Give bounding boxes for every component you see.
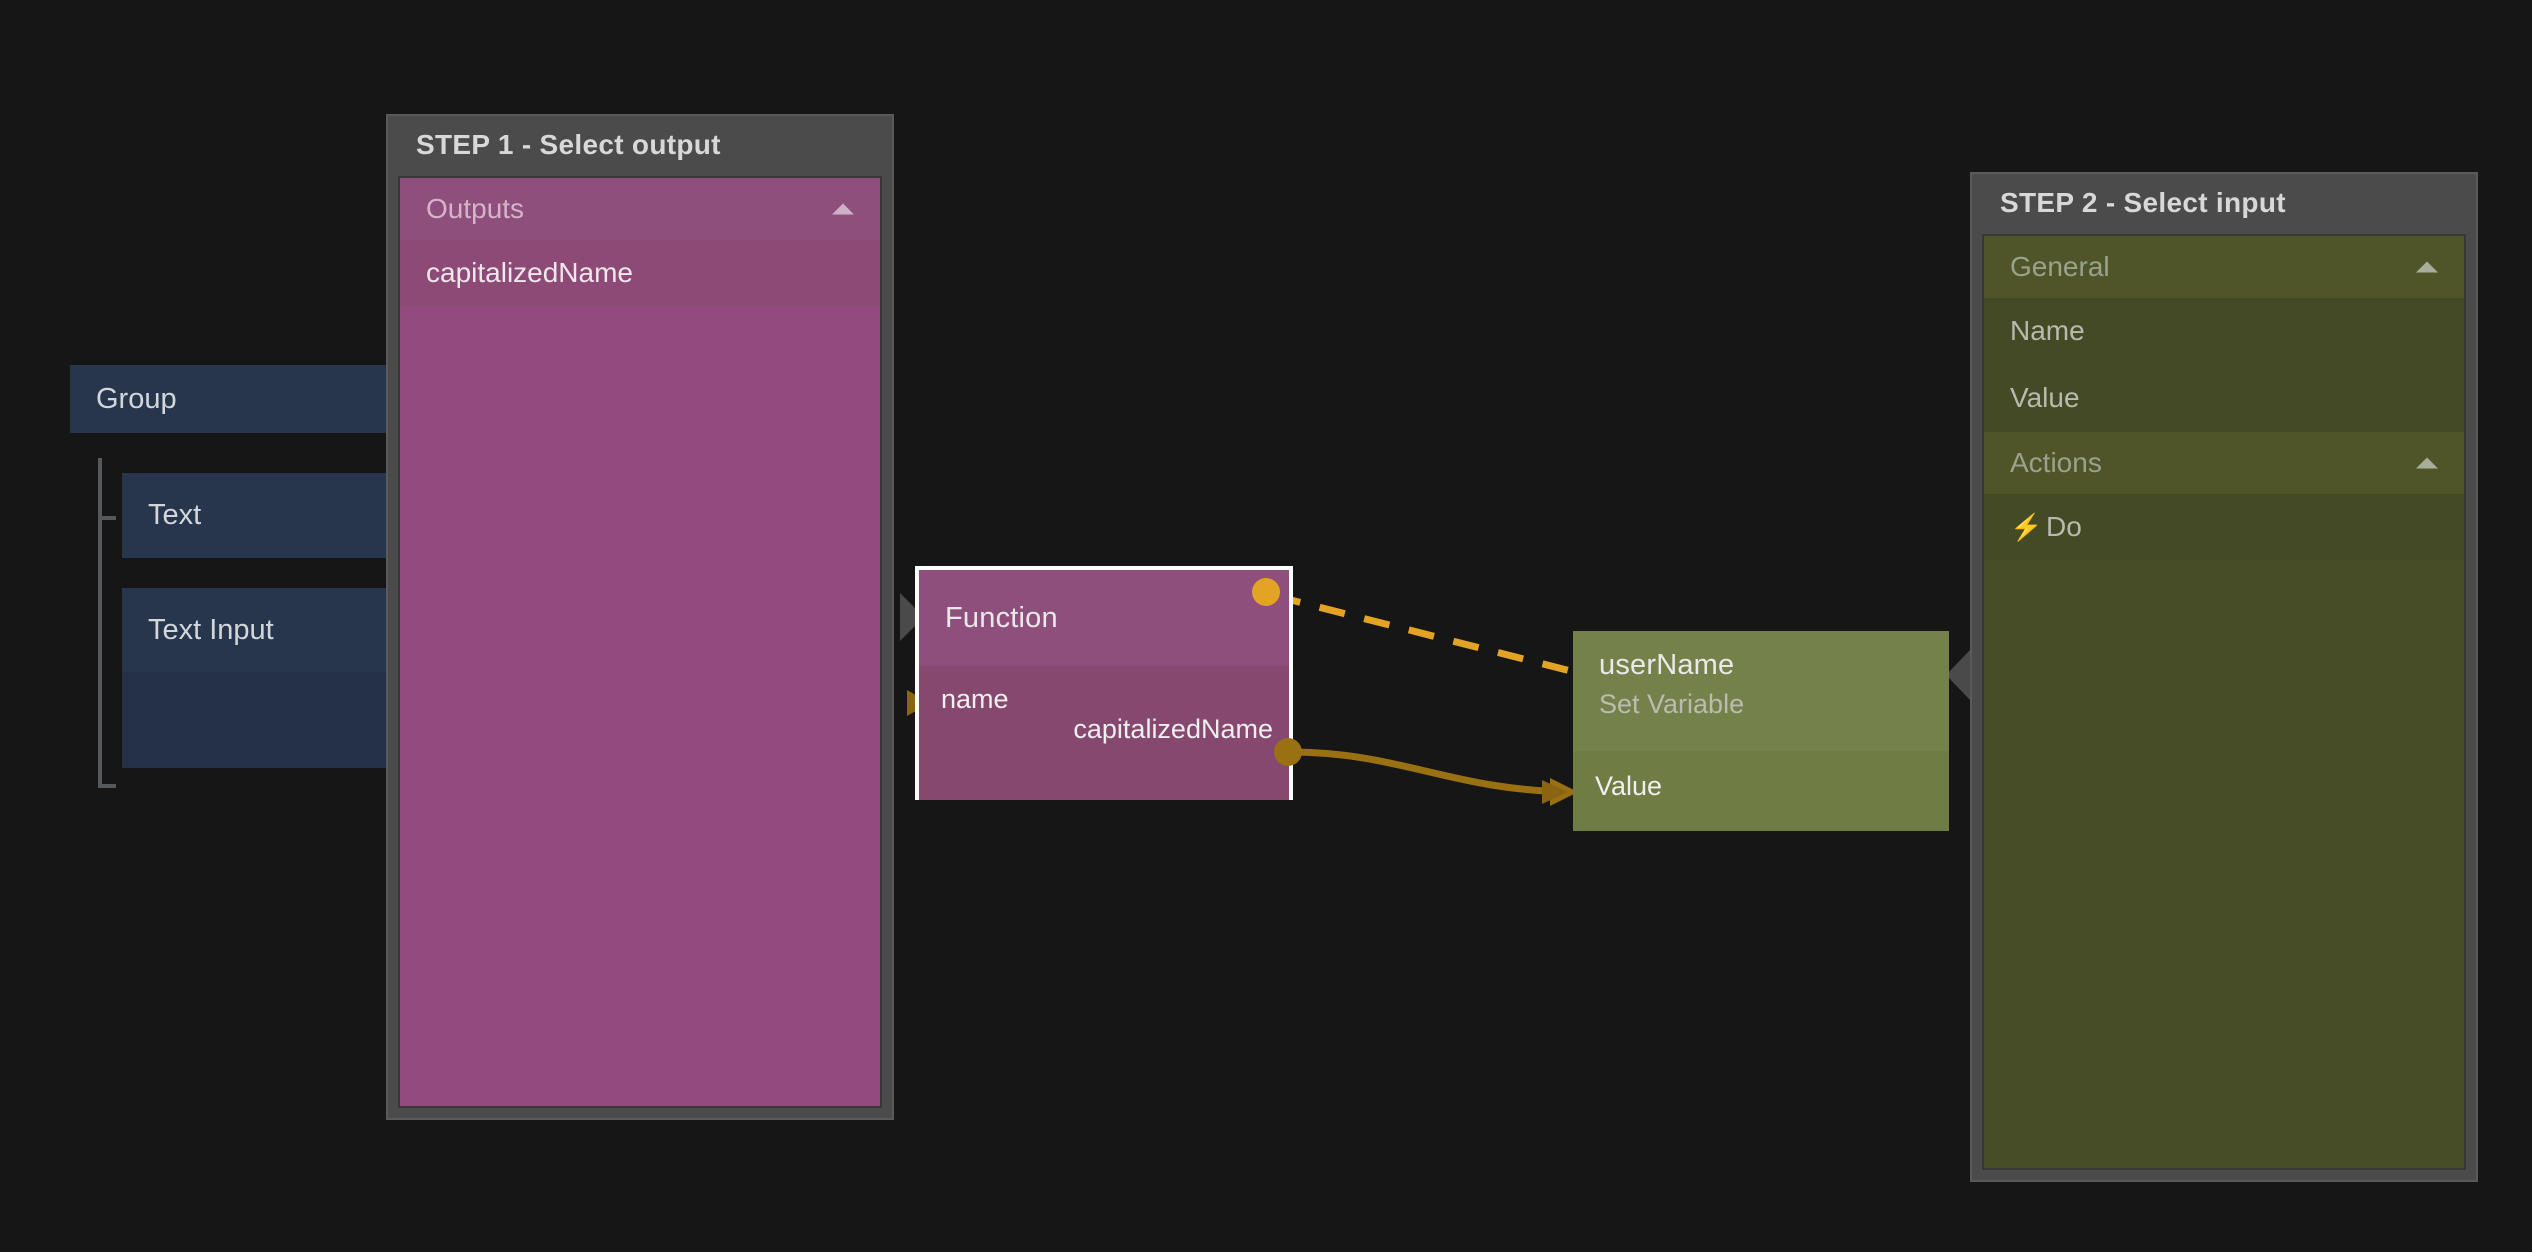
node-set-variable-title: userName	[1599, 649, 1735, 681]
node-set-variable[interactable]: userName Set Variable Value	[1573, 631, 1949, 831]
tree-node-group[interactable]: Group	[70, 365, 388, 433]
list-item-do[interactable]: ⚡ Do	[1984, 494, 2464, 560]
node-function[interactable]: Function name capitalizedName	[915, 566, 1293, 800]
panel-step2[interactable]: STEP 2 - Select input General Name Value…	[1970, 172, 2478, 1182]
lightning-bolt-icon: ⚡	[2010, 512, 2043, 542]
tree-node-text-input-header[interactable]: Text Input	[122, 588, 388, 672]
node-set-variable-header[interactable]: userName Set Variable	[1573, 631, 1949, 751]
tree-node-text-input-body	[122, 672, 388, 768]
chevron-up-icon[interactable]	[2416, 261, 2438, 273]
tree-node-group-label: Group	[96, 382, 177, 415]
panel-step2-list[interactable]: General Name Value Actions ⚡ Do	[1982, 234, 2466, 1170]
tree-node-text[interactable]: Text	[122, 473, 388, 558]
node-set-variable-body: Value	[1573, 751, 1949, 831]
tree-node-text-input[interactable]: Text Input	[122, 588, 388, 768]
function-data-output-port[interactable]	[1274, 738, 1302, 766]
list-item-capitalizedname[interactable]: capitalizedName	[400, 240, 880, 306]
node-set-variable-subtitle: Set Variable	[1599, 689, 1745, 719]
function-exec-output-port[interactable]	[1252, 578, 1280, 606]
node-function-title: Function	[945, 601, 1058, 634]
panel-step1[interactable]: STEP 1 - Select output Outputs capitaliz…	[386, 114, 894, 1120]
list-item-value[interactable]: Value	[1984, 364, 2464, 432]
list-item-name-label: Name	[2010, 315, 2085, 346]
tree-node-text-label: Text	[148, 499, 202, 531]
node-set-variable-input-value-label: Value	[1595, 771, 1663, 801]
tree-node-group-header[interactable]: Group	[70, 365, 388, 433]
node-function-input-name-label: name	[941, 684, 1009, 714]
list-item-do-label: Do	[2046, 511, 2082, 542]
setvariable-exec-output-arrow	[1946, 650, 1970, 700]
section-header-outputs-label: Outputs	[426, 193, 525, 224]
panel-step2-title: STEP 2 - Select input	[2000, 187, 2286, 218]
section-header-general-label: General	[2010, 251, 2110, 282]
panel-step2-header: STEP 2 - Select input	[1972, 174, 2476, 232]
list-item-capitalizedname-label: capitalizedName	[426, 257, 633, 288]
list-item-name[interactable]: Name	[1984, 298, 2464, 364]
section-header-outputs[interactable]: Outputs	[400, 178, 880, 240]
tree-connector-branch-text-input	[98, 784, 116, 788]
setvariable-value-input-arrow	[1542, 780, 1568, 804]
data-wire-capitalizedname-to-value	[1289, 748, 1571, 796]
panel-step1-title: STEP 1 - Select output	[416, 129, 721, 160]
chevron-up-icon[interactable]	[2416, 457, 2438, 469]
panel-step1-list[interactable]: Outputs capitalizedName	[398, 176, 882, 1108]
section-header-actions[interactable]: Actions	[1984, 432, 2464, 494]
panel-step1-header: STEP 1 - Select output	[388, 116, 892, 174]
node-function-output-capitalizedname-label: capitalizedName	[1073, 714, 1273, 744]
tree-connector-vertical	[98, 458, 102, 788]
tree-node-text-header[interactable]: Text	[122, 473, 388, 558]
chevron-up-icon[interactable]	[832, 203, 854, 215]
section-header-general[interactable]: General	[1984, 236, 2464, 298]
node-function-header[interactable]: Function	[919, 570, 1289, 666]
tree-node-text-input-label: Text Input	[148, 613, 274, 646]
section-header-actions-label: Actions	[2010, 447, 2102, 478]
tree-connector-branch-text	[98, 516, 116, 520]
list-item-value-label: Value	[2010, 382, 2080, 413]
node-function-body: name capitalizedName	[919, 666, 1289, 800]
